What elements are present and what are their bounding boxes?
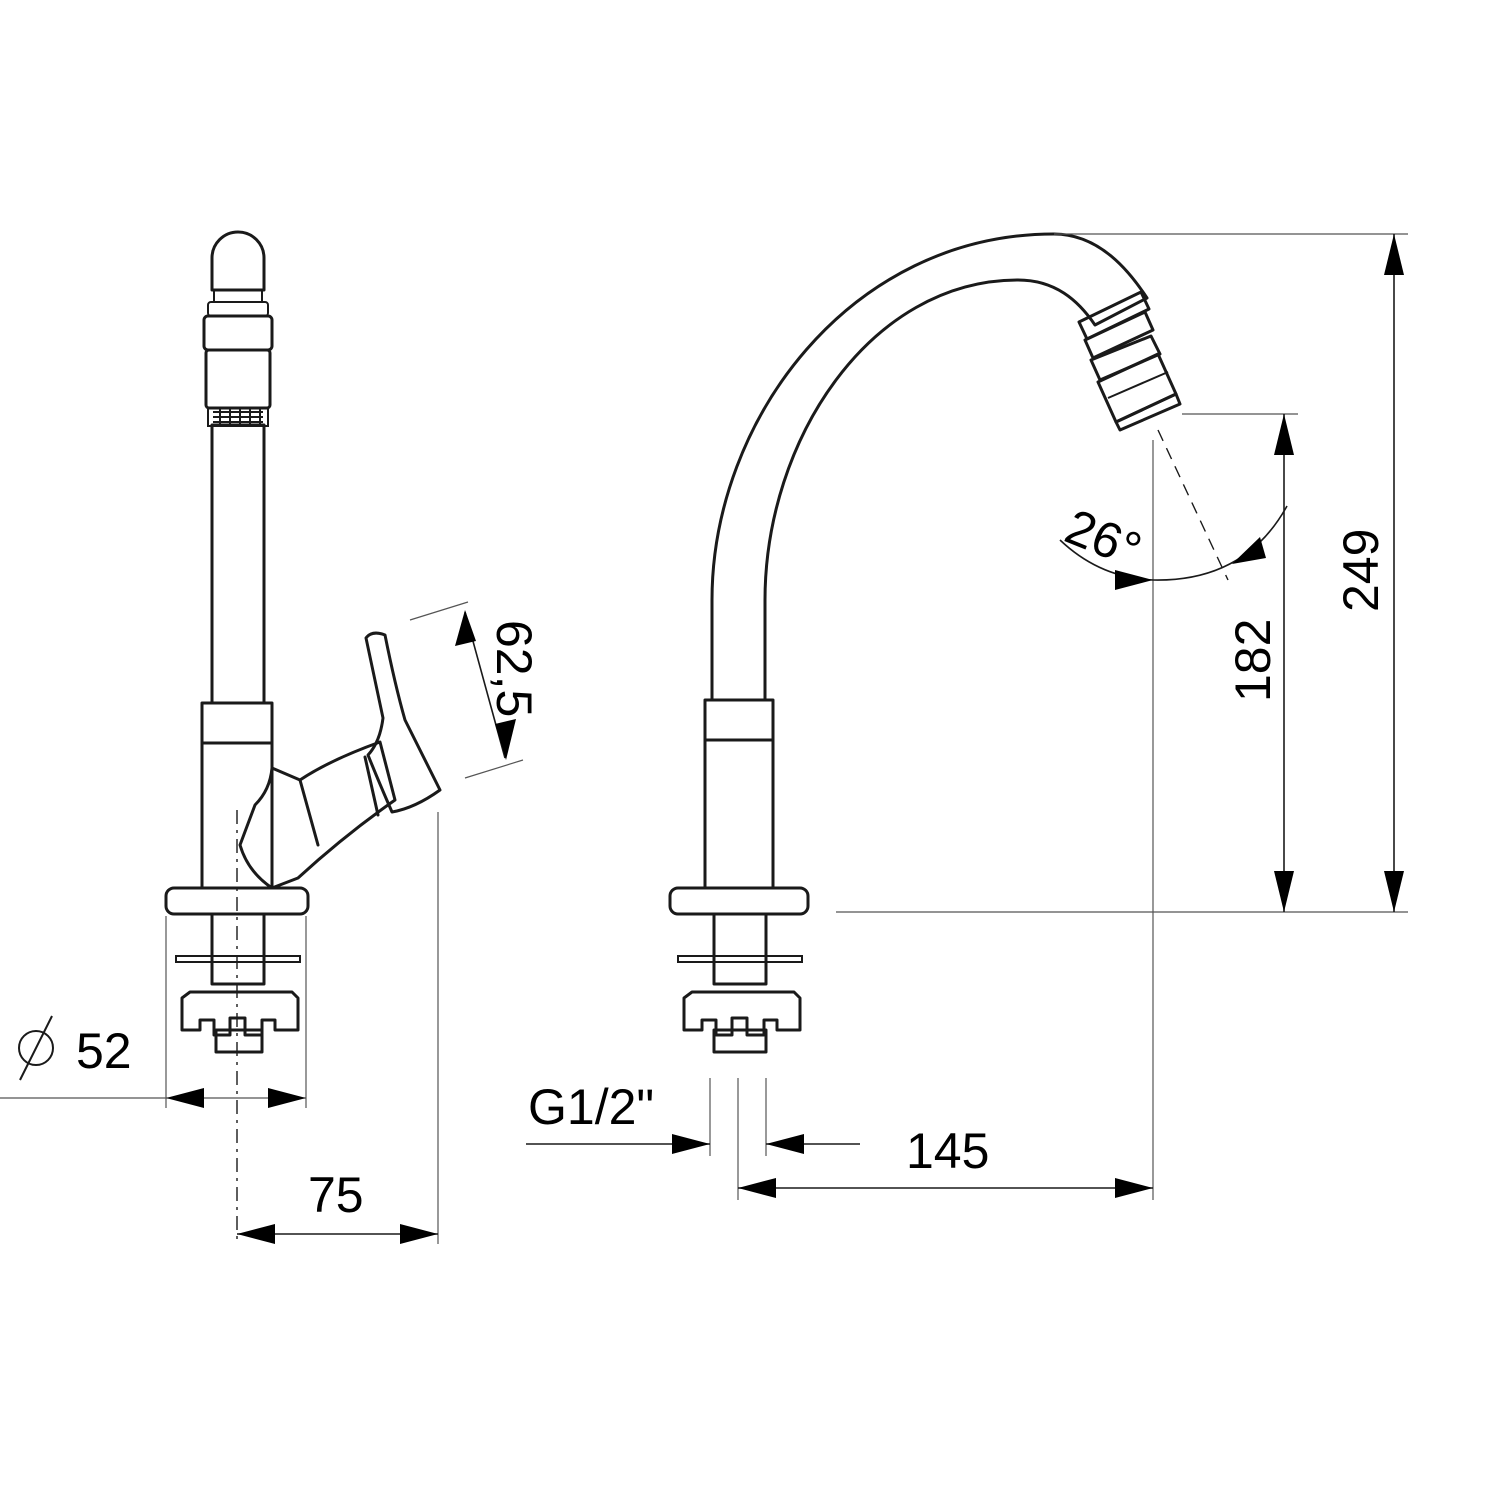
side-aerator-mesh [207,407,269,427]
label-outlet-height: 182 [1225,619,1281,702]
side-spout-pipe [210,423,266,705]
side-shank [210,912,266,986]
dim-base-diameter [0,916,307,1108]
dim-outlet-height [836,413,1408,913]
side-handle-lever [364,631,442,814]
label-spout-reach: 145 [906,1123,989,1179]
label-base-diameter: 52 [76,1023,132,1079]
label-thread: G1/2" [528,1079,654,1135]
dim-handle-reach [409,601,524,779]
side-locknut [180,990,300,1037]
dim-total-height [1054,233,1408,912]
front-shank-end [712,1028,768,1054]
side-shank-end [214,1028,264,1054]
side-lever-edge-2 [363,755,380,817]
front-spout-arc [710,232,1149,702]
front-body [703,738,775,890]
side-aerator-nut [202,314,274,352]
front-nozzle-ring-3 [1089,334,1162,382]
side-washer [175,955,301,963]
front-washer [677,955,803,963]
label-total-height: 249 [1333,529,1389,612]
dim-spray-angle [1059,505,1288,590]
front-nozzle-ring-1 [1077,290,1151,341]
label-handle-offset: 75 [308,1167,364,1223]
side-body-collar [200,701,274,745]
spray-direction-line [1157,429,1229,581]
side-ring-1 [213,289,263,303]
side-lever-base [238,740,397,890]
front-base-plate [668,886,810,916]
front-locknut [682,990,802,1037]
dim-spout-reach [737,1078,1153,1200]
side-ring-2 [207,301,269,317]
dim-handle-offset [237,812,439,1244]
front-aerator-tip [1114,392,1182,432]
front-body-collar [703,698,775,742]
front-view [668,232,1182,1054]
side-aerator-body [204,348,272,410]
side-spout-cap [210,230,266,292]
front-shank [712,912,768,986]
label-handle-reach: 62,5 [486,620,542,717]
side-view [164,230,442,1240]
dim-thread [526,1078,860,1156]
front-aerator-line [1107,371,1169,399]
label-spray-angle: 26° [1058,498,1149,578]
side-aerator-mesh-pattern [213,408,263,426]
front-nozzle-ring-2 [1083,310,1155,360]
side-lever-edge [298,778,320,847]
